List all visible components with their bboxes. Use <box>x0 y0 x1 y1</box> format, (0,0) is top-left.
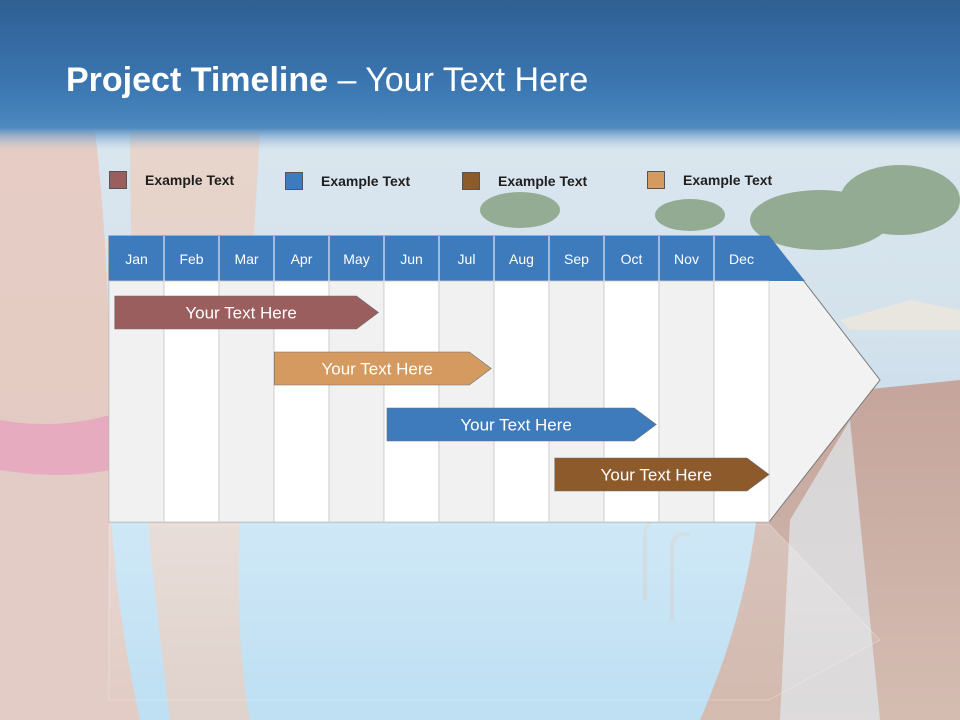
page-title: Project Timeline – Your Text Here <box>66 58 588 102</box>
month-column <box>438 280 495 523</box>
legend-item-3: Example Text <box>462 172 587 190</box>
month-label: Jun <box>400 251 423 267</box>
legend-label-3: Example Text <box>498 173 588 189</box>
legend-item-2: Example Text <box>285 172 410 190</box>
month-label: Feb <box>179 251 203 267</box>
month-label: Jan <box>125 251 148 267</box>
month-label: May <box>343 251 369 267</box>
month-header-band <box>109 236 805 281</box>
month-column <box>493 280 550 523</box>
title-bold: Project Timeline <box>66 61 329 99</box>
month-label: Sep <box>564 251 589 267</box>
legend-swatch-4 <box>647 171 665 189</box>
month-label: Apr <box>291 251 313 267</box>
legend-label-4: Example Text <box>683 172 773 188</box>
month-column <box>383 280 440 523</box>
task-arrow <box>386 407 657 442</box>
legend-swatch-2 <box>285 172 303 190</box>
task-arrow <box>554 457 770 492</box>
legend-swatch-3 <box>462 172 480 190</box>
legend-item-4: Example Text <box>647 171 772 189</box>
task-label: Your Text Here <box>601 466 713 485</box>
month-label: Aug <box>509 251 534 267</box>
task-arrow <box>114 295 379 330</box>
month-label: Oct <box>621 251 643 267</box>
legend-label-2: Example Text <box>321 173 411 189</box>
month-label: Mar <box>234 251 258 267</box>
task-label: Your Text Here <box>321 360 433 379</box>
month-label: Nov <box>674 251 699 267</box>
month-label: Jul <box>458 251 476 267</box>
month-label: Dec <box>729 251 754 267</box>
legend-swatch-1 <box>109 171 127 189</box>
task-label: Your Text Here <box>185 304 297 323</box>
timeline-reflection <box>108 523 881 701</box>
task-label: Your Text Here <box>460 416 572 435</box>
legend-item-1: Example Text <box>109 171 234 189</box>
legend-label-1: Example Text <box>145 172 235 188</box>
task-arrow <box>273 351 492 386</box>
title-rest: – Your Text Here <box>328 61 589 99</box>
